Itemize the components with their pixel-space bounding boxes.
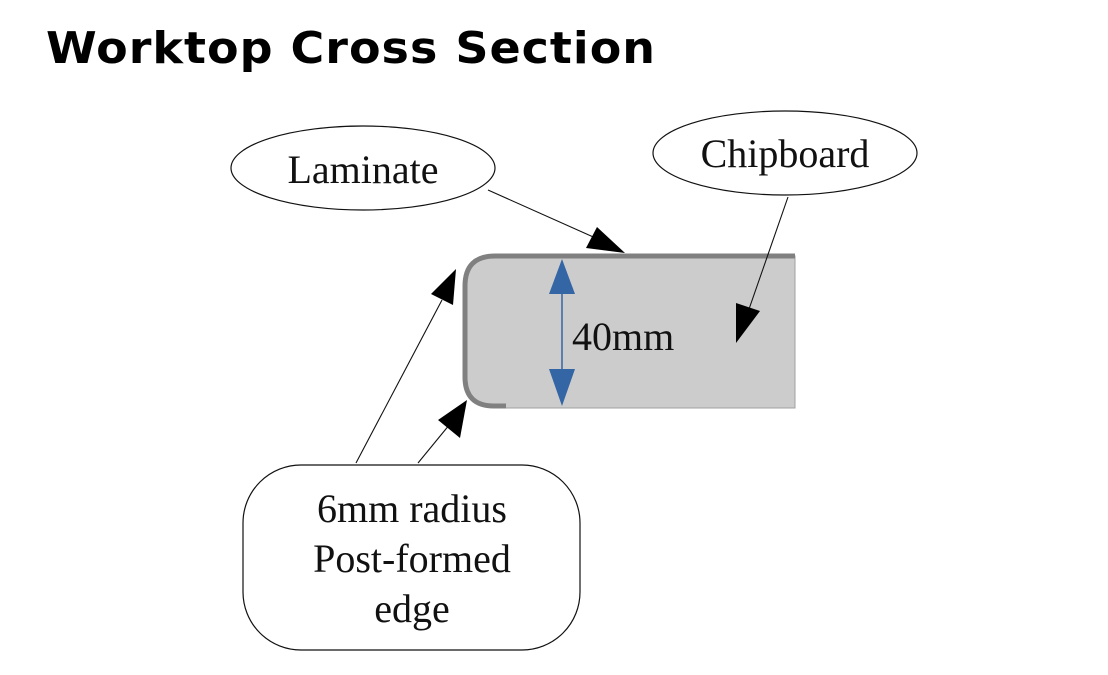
laminate-bubble [230,125,496,211]
chipboard-bubble [652,110,918,196]
chipboard-arrowhead [736,303,760,343]
laminate-arrowhead [586,227,625,253]
chipboard-label: Chipboard [701,131,870,176]
page-title: Worktop Cross Section [46,22,657,74]
edge-label-line-1: 6mm radius [317,486,507,531]
edge-arrowhead-upper [431,269,456,305]
laminate-layer [462,253,795,409]
edge-leader-lower [417,423,451,464]
chipboard-leader [747,196,789,313]
dimension-label: 40mm [572,314,674,359]
edge-label-line-3: edge [374,586,450,631]
edge-callout: 6mm radius Post-formed edge [242,269,581,651]
edge-label-line-2: Post-formed [313,536,511,581]
thickness-dimension: 40mm [549,259,674,406]
edge-arrowhead-lower [438,400,467,438]
laminate-callout: Laminate [230,125,625,253]
laminate-leader [487,189,601,241]
dimension-arrow-top [549,259,575,294]
chipboard-callout: Chipboard [652,110,918,343]
edge-bubble [242,464,581,651]
laminate-label: Laminate [287,147,438,192]
dimension-arrow-bottom [549,369,575,406]
edge-leader-upper [355,299,443,464]
